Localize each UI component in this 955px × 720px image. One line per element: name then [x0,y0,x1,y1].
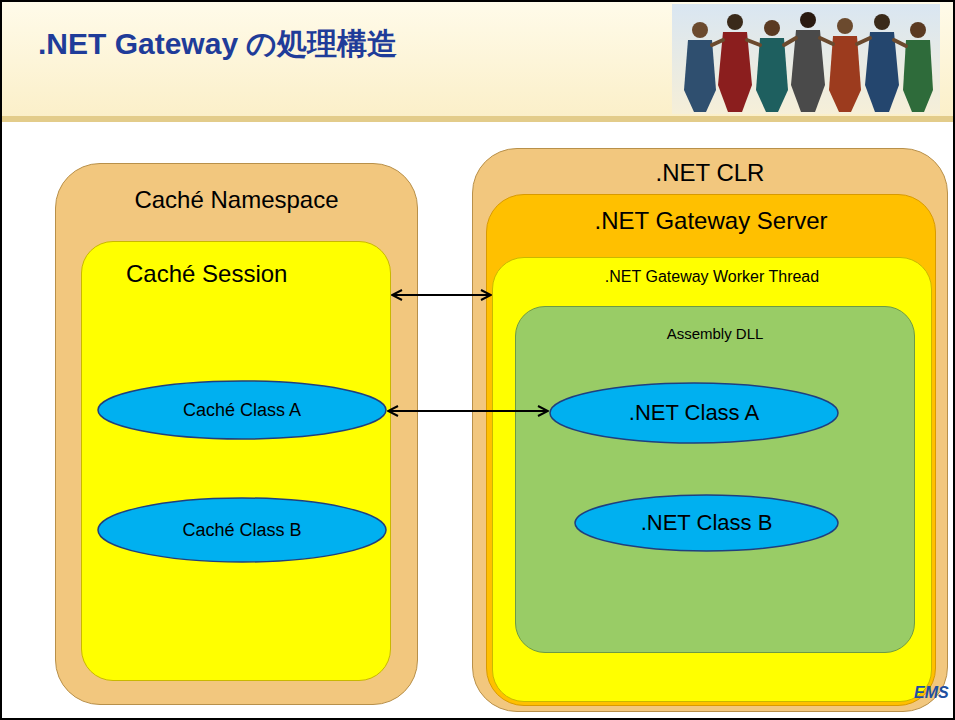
class-ellipse: .NET Class B [574,494,839,552]
class-ellipse: .NET Class A [549,382,839,444]
node-label: .NET Class A [629,400,759,425]
node-label: .NET Gateway Server [595,207,828,235]
class-ellipse: Caché Class A [97,380,387,440]
clr-region: .NET CLR.NET Gateway Server.NET Gateway … [472,148,948,712]
node-label: .NET Gateway Worker Thread [605,268,819,286]
session-box: Caché SessionCaché Class A Caché Class B [81,241,391,681]
logo-fragment: EMS [914,684,949,702]
node-label: Caché Session [126,260,287,288]
gateway-server-box: .NET Gateway Server .NET Gateway Worker T… [486,194,936,706]
node-label: .NET Class B [641,510,773,535]
slide-title: .NET Gateway の処理構造 [38,24,397,65]
double-arrow [388,410,548,412]
double-arrow [392,294,491,296]
header-band [0,0,955,120]
class-ellipse: Caché Class B [97,497,387,563]
assembly-box: Assembly DLL .NET Class A .NET Class B [515,306,915,653]
people-illustration [672,4,940,114]
node-label: Caché Namespace [134,186,338,214]
node-label: Caché Class A [183,400,301,421]
node-label: Assembly DLL [667,325,764,342]
namespace-region: Caché NamespaceCaché SessionCaché Class … [55,163,418,705]
worker-thread-box: .NET Gateway Worker ThreadAssembly DLL .N… [492,257,932,702]
header-rule [0,116,955,122]
node-label: .NET CLR [656,159,765,187]
node-label: Caché Class B [182,520,301,541]
